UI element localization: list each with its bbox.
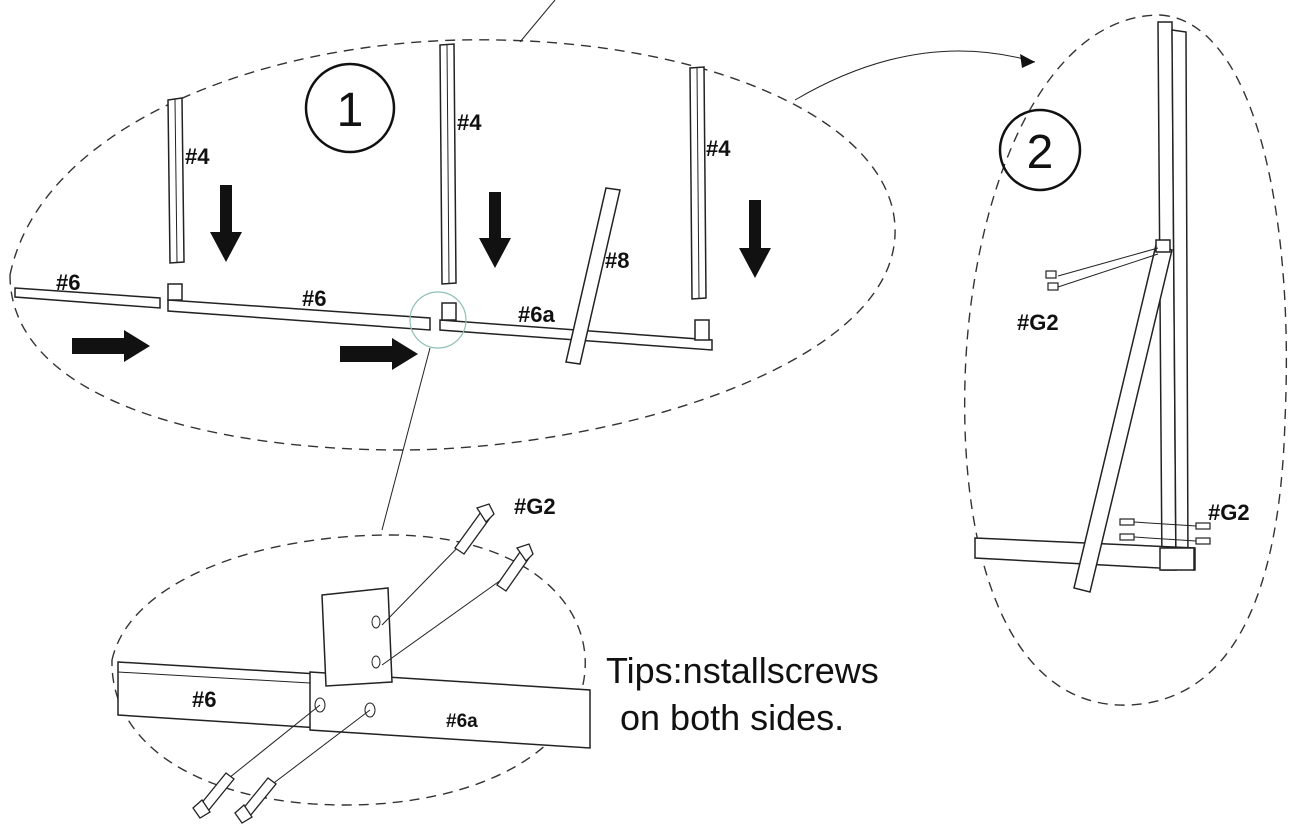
screw-icon — [234, 777, 277, 824]
step1-callout: 1 — [9, 0, 896, 531]
step2-callout: 2 #G2 #G2 — [963, 14, 1288, 706]
screw-icon — [496, 543, 534, 592]
down-arrow-icon — [210, 185, 242, 262]
rail-6a-label: #6a — [518, 302, 555, 327]
arrow-head-icon — [1020, 54, 1035, 68]
detail-rail — [117, 661, 591, 749]
rail-6-left — [14, 287, 161, 309]
tip-line-2: on both sides. — [620, 697, 844, 738]
post-4-right-label: #4 — [706, 136, 731, 161]
leader-line-top — [519, 0, 556, 43]
post-4-middle-label: #4 — [457, 110, 482, 135]
rail-6-middle — [167, 283, 431, 331]
step1-dashed-outline — [9, 39, 896, 451]
post-4-left-label: #4 — [185, 144, 210, 169]
post-4-right — [689, 66, 707, 300]
step2-number: 2 — [1027, 126, 1054, 179]
down-arrow-icon — [479, 192, 511, 268]
detail-leader-line — [381, 347, 431, 531]
tip-line-1: Tips:nstallscrews — [606, 650, 879, 691]
step1-number-circle — [304, 62, 396, 154]
step2-screw-top-label: #G2 — [1017, 310, 1059, 335]
step2-dashed-outline — [963, 14, 1288, 706]
screw-icon — [1045, 270, 1059, 291]
detail-screw-label: #G2 — [514, 494, 556, 519]
screw-icon — [454, 503, 495, 555]
joint-highlight-circle — [409, 291, 467, 349]
step-connector-arrow — [794, 50, 1036, 101]
step1-number: 1 — [337, 84, 364, 137]
right-arrow-icon — [72, 330, 150, 362]
detail-rail-6a-label: #6a — [446, 711, 478, 732]
detail-callout: #G2 #6 #6a — [111, 494, 591, 824]
post-4-middle — [439, 43, 457, 285]
detail-rail-6-label: #6 — [192, 687, 216, 712]
screw-icon — [192, 772, 235, 819]
step2-number-circle — [998, 108, 1082, 192]
step2-screw-bottom-label: #G2 — [1208, 500, 1250, 525]
step2-post — [1157, 21, 1189, 571]
brace-8 — [565, 187, 621, 365]
tip-note: Tips:nstallscrews on both sides. — [606, 650, 879, 738]
down-arrow-icon — [739, 200, 771, 278]
step2-brace — [1073, 239, 1173, 593]
rail-6-left-label: #6 — [56, 270, 80, 295]
right-arrow-icon — [340, 338, 418, 370]
rail-6-middle-label: #6 — [302, 286, 326, 311]
post-4-left — [167, 97, 185, 264]
brace-8-label: #8 — [605, 248, 629, 273]
